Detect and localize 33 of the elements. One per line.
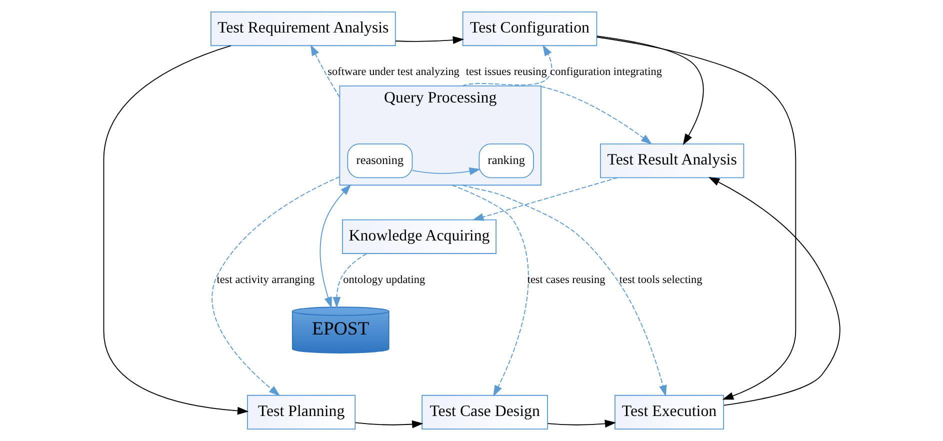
arrow	[596, 36, 796, 400]
arrow	[540, 86, 652, 145]
arrow	[596, 36, 704, 146]
edge-label: test activity arranging	[216, 274, 314, 286]
arrow	[461, 184, 666, 397]
edge-label: test issues reusing	[465, 66, 546, 78]
node-box: Knowledge Acquiring	[342, 219, 496, 254]
arrow	[102, 45, 248, 415]
arrow	[708, 177, 840, 406]
arrow	[354, 420, 423, 428]
arrow	[411, 167, 480, 176]
arrow	[546, 420, 616, 428]
node-box: ranking	[478, 144, 534, 178]
arrow	[472, 177, 618, 221]
edge-label: software under test analyzing	[327, 66, 459, 78]
edge-label: test cases reusing	[526, 274, 605, 286]
node-box: reasoning	[346, 144, 412, 178]
node-box: Test Planning	[246, 394, 356, 430]
edge-label: test tools selecting	[618, 274, 702, 286]
arrow	[310, 44, 340, 98]
edge-label: ontology updating	[342, 274, 425, 286]
arrow	[332, 253, 367, 308]
arrow	[461, 44, 552, 86]
node-box: Test Case Design	[421, 394, 548, 430]
node-box: Test Requirement Analysis	[210, 11, 396, 46]
arrow	[394, 36, 464, 44]
node-box: Test Configuration	[462, 11, 597, 46]
arrow	[211, 176, 340, 396]
edge-label: configuration integrating	[550, 66, 662, 78]
node-box: Test Result Analysis	[599, 144, 744, 178]
arrow	[450, 184, 528, 397]
node-box: Test Execution	[614, 394, 724, 430]
arrow	[319, 184, 351, 308]
